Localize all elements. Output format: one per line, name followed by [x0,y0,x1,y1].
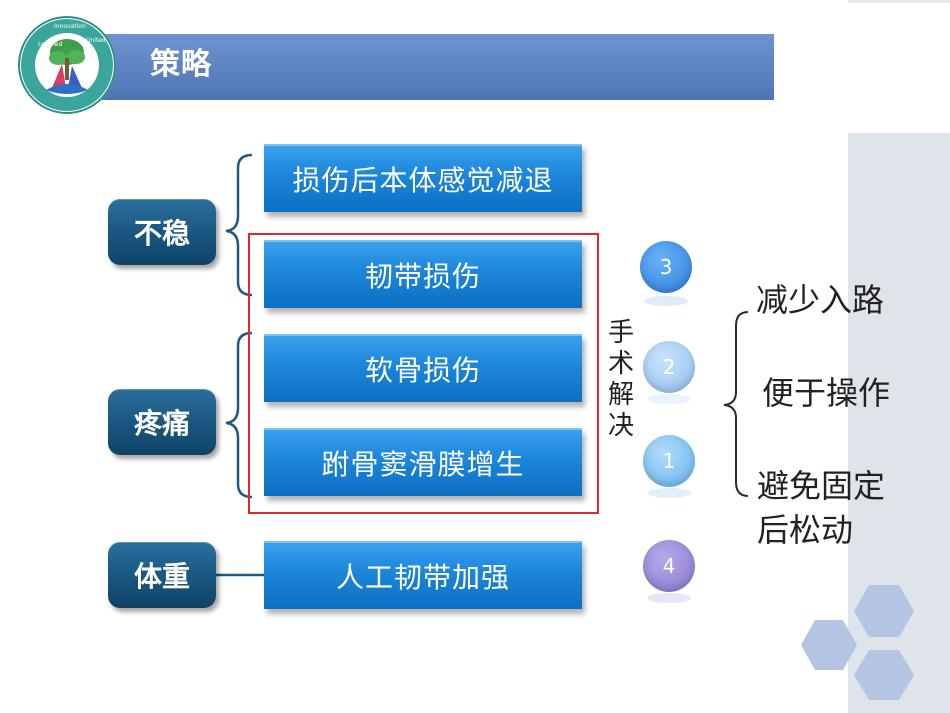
tree-globe-logo-icon: Learned Innovation United [18,16,116,114]
bracket-unstable [225,153,253,297]
category-pain: 疼痛 [108,389,216,455]
slide-title: 策略 [150,47,212,82]
box-cartilage-injury: 软骨损伤 [264,334,582,402]
surgery-char: 解 [607,380,634,410]
category-weight: 体重 [108,542,216,608]
hexagon-left [801,620,857,670]
svg-text:Innovation: Innovation [54,23,86,30]
box-proprioception-loss: 损伤后本体感觉减退 [264,144,582,212]
box-ligament-injury: 韧带损伤 [264,240,582,308]
benefit-avoid-loosening-line2: 后松动 [757,511,854,549]
top-right-strip [848,0,950,3]
number-circle-3: 3 [640,241,692,293]
svg-text:United: United [86,37,106,44]
surgery-char: 决 [607,411,634,441]
benefit-easy-operation: 便于操作 [762,374,891,412]
hexagon-top [854,585,914,637]
number-circle-1: 1 [643,435,695,487]
box-sinus-tarsi-synovitis: 跗骨窦滑膜增生 [264,428,582,496]
box-artificial-ligament: 人工韧带加强 [264,541,582,609]
benefit-avoid-loosening-line1: 避免固定 [757,467,886,505]
surgery-vertical-text: 手 术 解 决 [604,318,638,442]
benefit-fewer-approaches: 减少入路 [756,281,885,319]
hexagon-bottom [854,650,914,700]
bracket-pain [225,331,253,499]
surgery-highlight-frame [248,233,599,514]
title-bar [100,34,774,100]
category-unstable: 不稳 [108,199,216,265]
surgery-char: 术 [607,349,634,379]
number-circle-4: 4 [643,540,695,592]
surgery-char: 手 [607,318,634,348]
svg-text:Learned: Learned [38,41,62,48]
number-circle-2: 2 [643,341,695,393]
bracket-benefits [723,311,749,497]
